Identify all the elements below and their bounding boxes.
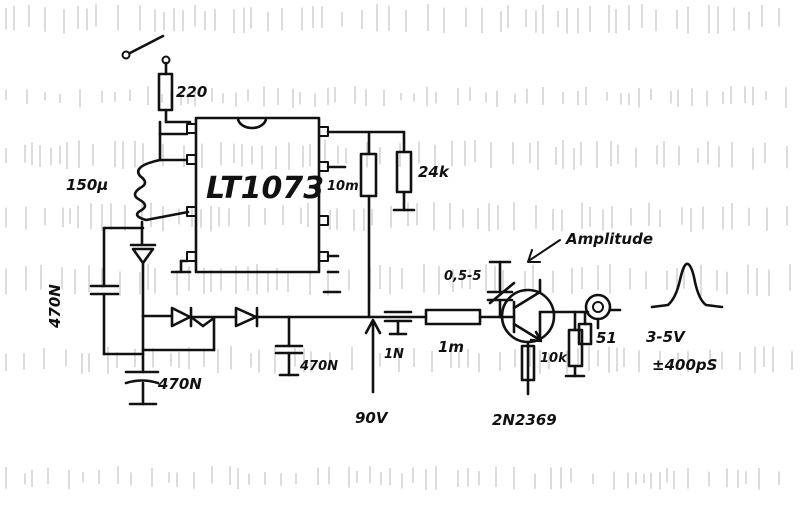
chip-left-wiring (158, 120, 192, 274)
capacitor-470n-left (89, 226, 145, 356)
pulse-amplitude-label: 3-5V (646, 328, 686, 346)
inductor-label: 150µ (66, 176, 108, 194)
feedback-network (322, 130, 416, 319)
resistor-1m-label: 1m (438, 338, 464, 356)
trimmer-label: 0,5-5 (444, 269, 481, 284)
output-connector (577, 293, 622, 346)
voltage-label: 90V (355, 409, 389, 427)
cap-mid-label: 470N (299, 359, 338, 374)
capacitor-470n-mid (274, 315, 304, 377)
resistor-10m-label: 10m (327, 179, 359, 194)
cap-bottom-label: 470N (157, 375, 202, 393)
power-switch (121, 34, 171, 76)
transistor-label: 2N2369 (492, 411, 557, 429)
inductor-150u (133, 158, 190, 245)
chip-label: LT1073 (206, 171, 324, 206)
resistor-220 (157, 72, 192, 124)
resistor-10k-label: 10k (540, 351, 568, 366)
pulse-waveform (650, 262, 724, 309)
scan-noise (5, 4, 793, 490)
capacitor-470n-bottom (124, 314, 160, 406)
resistor-24k-label: 24k (418, 163, 450, 181)
pulse-width-label: ±400pS (652, 356, 717, 374)
resistor-1m (424, 308, 502, 326)
resistor-10k (520, 310, 586, 382)
capacitor-1n (383, 310, 413, 336)
amplitude-arrow (527, 239, 561, 263)
amplitude-label: Amplitude (565, 230, 653, 248)
resistor-220-label: 220 (176, 83, 207, 101)
diode-d1 (129, 243, 157, 318)
cap-1n-label: 1N (384, 347, 404, 362)
trimmer-capacitor (486, 260, 516, 319)
resistor-51-label: 51 (596, 329, 617, 347)
transistor-2n2369 (498, 278, 584, 396)
cap-left-label: 470N (46, 284, 64, 329)
output-rail (141, 306, 428, 352)
voltage-arrow (364, 318, 382, 394)
